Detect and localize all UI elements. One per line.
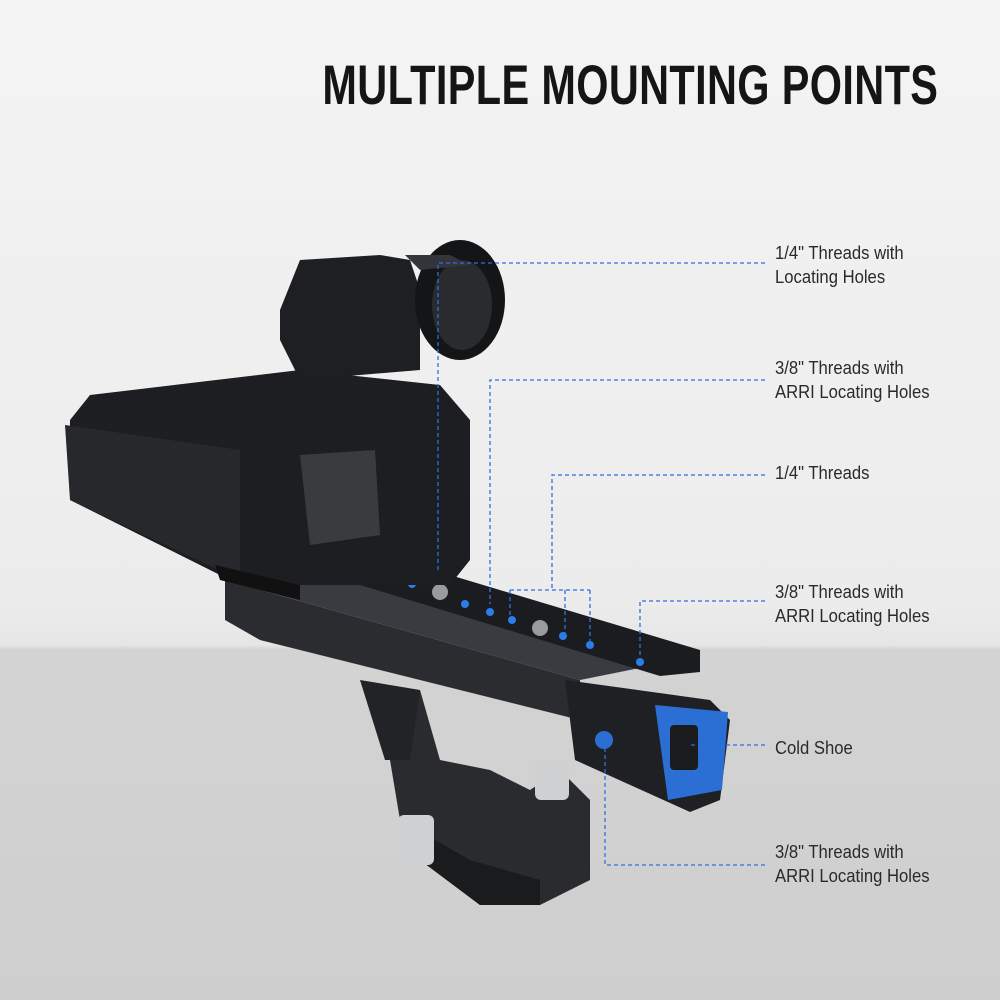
callout-3-line1: 1/4" Threads xyxy=(775,462,870,483)
callout-5-line1: Cold Shoe xyxy=(775,737,853,758)
callout-1-line1: 1/4" Threads with xyxy=(775,242,904,263)
callout-4-line2: ARRI Locating Holes xyxy=(775,605,930,626)
callout-5: Cold Shoe xyxy=(775,736,853,760)
callout-2-line1: 3/8" Threads with xyxy=(775,357,904,378)
callout-lines xyxy=(437,262,765,866)
callout-6-line2: ARRI Locating Holes xyxy=(775,865,930,886)
handle-arm xyxy=(225,565,730,812)
base-clamp xyxy=(380,690,590,905)
callout-1-line2: Locating Holes xyxy=(775,266,886,287)
callout-4-line1: 3/8" Threads with xyxy=(775,581,904,602)
audio-unit xyxy=(65,370,470,600)
callout-6-line1: 3/8" Threads with xyxy=(775,841,904,862)
handle-grip xyxy=(360,680,420,760)
page-title: MULTIPLE MOUNTING POINTS xyxy=(322,53,938,116)
callout-4: 3/8" Threads with ARRI Locating Holes xyxy=(775,580,930,628)
callout-1: 1/4" Threads with Locating Holes xyxy=(775,241,904,289)
callout-2-line2: ARRI Locating Holes xyxy=(775,381,930,402)
callout-3: 1/4" Threads xyxy=(775,461,869,485)
callout-6: 3/8" Threads with ARRI Locating Holes xyxy=(775,840,930,888)
mic-holder xyxy=(280,240,505,380)
callout-2: 3/8" Threads with ARRI Locating Holes xyxy=(775,356,930,404)
